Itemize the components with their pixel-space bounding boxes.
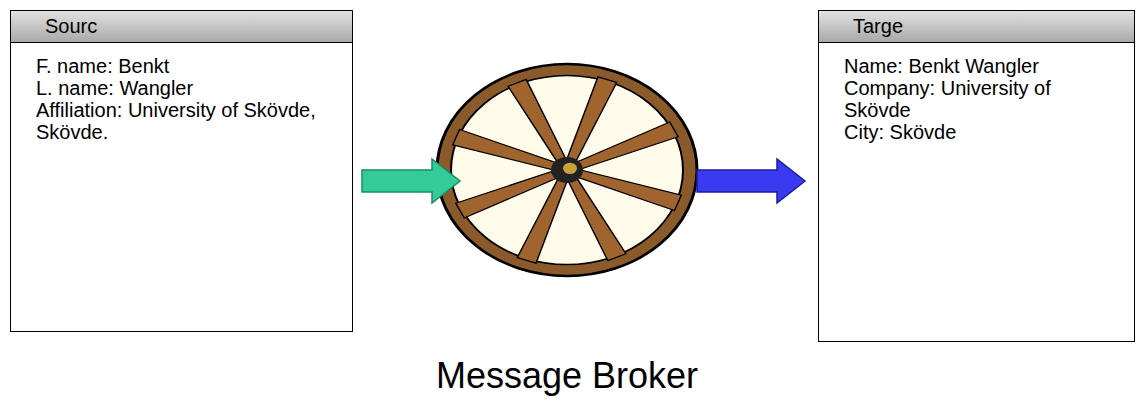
system-box: TargeName: Benkt WanglerCompany: Univers… [818,10,1135,342]
field-text: Name: Benkt Wangler [844,55,1120,77]
field-text: Affiliation: University of Skövde, Skövd… [36,99,338,143]
wheel-group [437,64,697,276]
field-text: F. name: Benkt [36,55,338,77]
broker-node: Message Broker [417,58,717,400]
box-header: Targe [819,11,1134,43]
box-body: F. name: BenktL. name: WanglerAffiliatio… [11,43,352,153]
block-arrow [697,159,805,203]
field-text: L. name: Wangler [36,77,338,99]
box-body: Name: Benkt WanglerCompany: University o… [819,43,1134,153]
field-text: Company: University of Skövde [844,77,1120,121]
wheel-axle [563,163,577,174]
wheel-illustration [432,58,702,282]
box-header: Sourc [11,11,352,43]
field-text: City: Skövde [844,121,1120,143]
wheel-rim [437,64,697,276]
wheel-inner [451,75,683,264]
broker-caption: Message Broker [417,356,717,396]
wheel-spokes [453,77,682,263]
wheel-hub [551,157,583,183]
block-arrow [362,159,460,203]
system-box: SourcF. name: BenktL. name: WanglerAffil… [10,10,353,332]
